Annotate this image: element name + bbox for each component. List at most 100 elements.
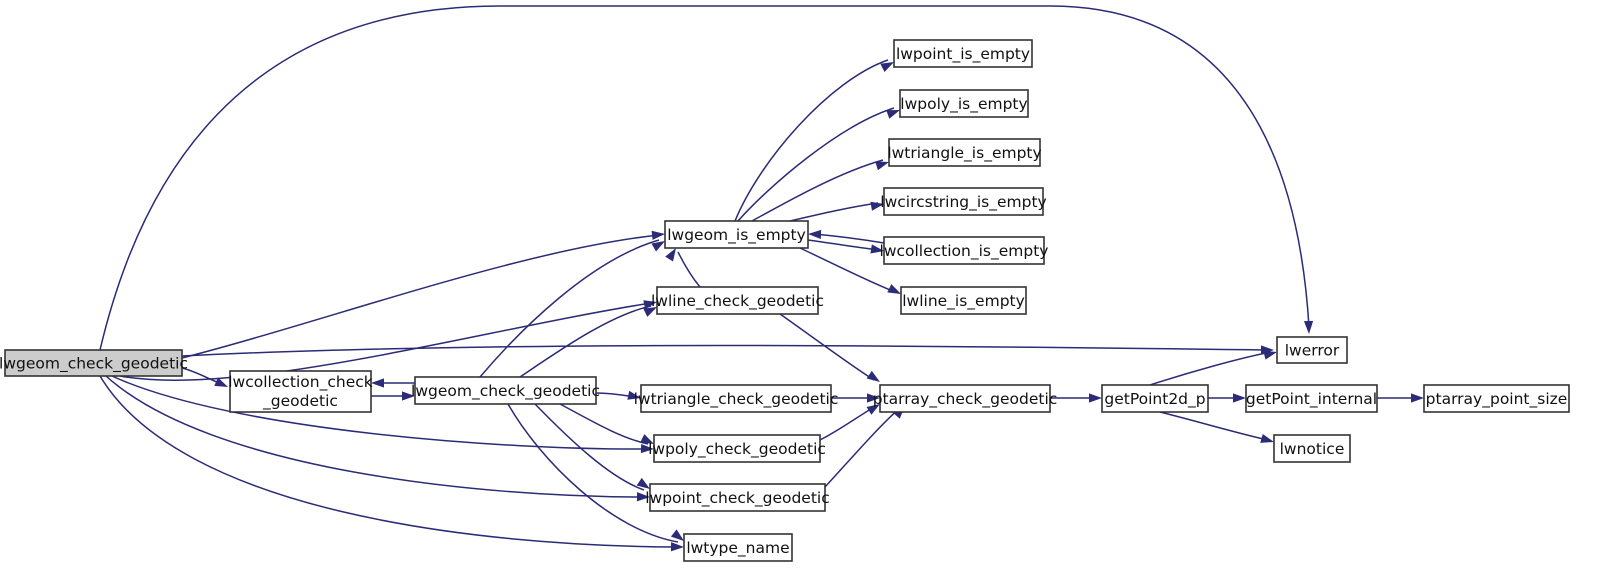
edge-lwline_check-to-lwgeom_is_empty: [677, 251, 701, 288]
arrowhead-icon: [870, 244, 884, 254]
node-lwline_is_empty[interactable]: lwline_is_empty: [900, 286, 1027, 315]
node-box[interactable]: [664, 220, 809, 249]
arrowhead-icon: [636, 477, 650, 489]
node-lwpoint_check[interactable]: lwpoint_check_geodetic: [645, 483, 830, 512]
arrowhead-icon: [643, 307, 657, 317]
node-box[interactable]: [649, 483, 826, 512]
arrowhead-layer: [214, 62, 1424, 552]
node-ptarray_point_size[interactable]: ptarray_point_size: [1423, 384, 1570, 413]
edge-lwgeom_check-to-lwtype_name: [507, 403, 679, 543]
arrowhead-icon: [870, 201, 884, 211]
edge-layer: [99, 5, 1418, 548]
node-box[interactable]: [653, 434, 821, 463]
arrowhead-icon: [670, 529, 684, 541]
edge-lwgeom_check-to-lwgeom_is_empty: [479, 239, 660, 378]
arrowhead-icon: [636, 492, 650, 502]
edge-lwpoint_check-to-ptarray_check: [824, 407, 901, 488]
node-lwline_check[interactable]: lwline_check_geodetic: [651, 286, 824, 315]
node-box[interactable]: [899, 89, 1029, 118]
node-box[interactable]: [1245, 384, 1378, 413]
node-lwpoint_is_empty[interactable]: lwpoint_is_empty: [893, 39, 1033, 68]
node-box[interactable]: [888, 138, 1041, 167]
arrowhead-icon: [1233, 393, 1246, 403]
edge-lwgeom_is_empty-to-lwtriangle_is_empty: [751, 159, 884, 222]
node-box[interactable]: [4, 349, 183, 377]
edge-getPoint2d_p-to-lwerror: [1149, 351, 1272, 386]
arrowhead-icon: [808, 229, 822, 240]
node-box[interactable]: [879, 384, 1051, 413]
arrowhead-icon: [402, 391, 415, 401]
arrowhead-icon: [371, 378, 384, 388]
node-ptarray_check[interactable]: ptarray_check_geodetic: [873, 384, 1058, 413]
node-lwpoly_check[interactable]: lwpoly_check_geodetic: [648, 434, 826, 463]
node-box[interactable]: [414, 376, 597, 405]
arrowhead-icon: [886, 110, 900, 119]
edge-lwgeom_is_empty-to-lwcollection_is_empty: [807, 239, 879, 251]
node-root[interactable]: lwgeom_check_geodetic: [0, 349, 188, 377]
arrowhead-icon: [880, 62, 894, 73]
arrowhead-icon: [640, 443, 654, 454]
arrowhead-icon: [627, 390, 641, 400]
edge-root-to-lwgeom_is_empty: [181, 234, 660, 359]
node-lwgeom_is_empty[interactable]: lwgeom_is_empty: [664, 220, 809, 249]
edge-lwgeom_check-to-lwpoint_check: [534, 403, 645, 491]
arrowhead-icon: [1260, 433, 1274, 443]
edge-lwgeom_is_empty-to-lwline_is_empty: [799, 247, 896, 293]
arrowhead-icon: [214, 377, 228, 387]
node-lwtriangle_check[interactable]: lwtriangle_check_geodetic: [634, 384, 839, 413]
arrowhead-icon: [640, 434, 654, 444]
edge-root-to-lwerror: [99, 5, 1310, 351]
arrowhead-icon: [651, 241, 665, 252]
node-box[interactable]: [893, 39, 1033, 68]
node-box[interactable]: [229, 370, 372, 413]
node-box[interactable]: [1423, 384, 1570, 413]
node-box[interactable]: [883, 236, 1045, 265]
arrowhead-icon: [866, 370, 880, 382]
node-box[interactable]: [883, 187, 1044, 216]
node-lwcollection_is_empty[interactable]: lwcollection_is_empty: [880, 236, 1049, 265]
node-lwpoly_is_empty[interactable]: lwpoly_is_empty: [899, 89, 1029, 118]
edge-root-to-lwtype_name: [99, 375, 679, 548]
arrowhead-icon: [1263, 350, 1277, 360]
arrowhead-icon: [1303, 320, 1314, 334]
node-getPoint_internal[interactable]: getPoint_internal: [1245, 384, 1378, 413]
edge-root-to-lwerror: [181, 344, 1270, 357]
arrowhead-icon: [867, 393, 880, 403]
edge-root-to-lwline_check: [119, 302, 652, 382]
edge-lwgeom_check-to-lwline_check: [519, 305, 652, 378]
arrowhead-icon: [670, 542, 684, 552]
edge-root-to-lwpoint_check: [105, 375, 645, 498]
node-lwnotice[interactable]: lwnotice: [1273, 434, 1351, 463]
node-lwerror[interactable]: lwerror: [1276, 336, 1348, 364]
arrowhead-icon: [1411, 393, 1424, 403]
node-box[interactable]: [640, 384, 832, 413]
node-lwgeom_check[interactable]: lwgeom_check_geodetic: [411, 376, 600, 405]
node-lwcollection_check[interactable]: lwcollection_check_geodetic: [228, 370, 373, 413]
edge-lwgeom_is_empty-to-lwpoint_is_empty: [734, 59, 889, 222]
node-lwtype_name[interactable]: lwtype_name: [683, 533, 793, 562]
arrowhead-icon: [1089, 393, 1102, 403]
node-getPoint2d_p[interactable]: getPoint2d_p: [1101, 384, 1209, 413]
edge-getPoint2d_p-to-lwnotice: [1159, 411, 1269, 441]
arrowhead-icon: [875, 161, 889, 171]
node-box[interactable]: [656, 286, 819, 315]
node-box[interactable]: [1276, 336, 1348, 364]
arrowhead-icon: [866, 404, 880, 415]
node-lwtriangle_is_empty[interactable]: lwtriangle_is_empty: [887, 138, 1042, 167]
edge-lwgeom_check-to-lwpoly_check: [559, 403, 649, 445]
edge-lwline_check-to-ptarray_check: [779, 313, 875, 381]
node-box[interactable]: [1101, 384, 1209, 413]
edge-lwgeom_is_empty-to-lwpoly_is_empty: [737, 107, 895, 222]
arrowhead-icon: [665, 248, 676, 262]
edge-lwgeom_is_empty-to-lwcircstring_is_empty: [789, 202, 879, 222]
node-lwcircstring_is_empty[interactable]: lwcircstring_is_empty: [880, 187, 1047, 216]
node-box[interactable]: [683, 533, 793, 562]
node-layer: lwgeom_check_geodetic lwcollection_check_…: [0, 39, 1570, 562]
arrowhead-icon: [651, 230, 665, 240]
arrowhead-icon: [643, 300, 657, 310]
node-box[interactable]: [1273, 434, 1351, 463]
edge-root-to-lwcollection_check: [181, 367, 223, 385]
node-box[interactable]: [900, 286, 1027, 315]
